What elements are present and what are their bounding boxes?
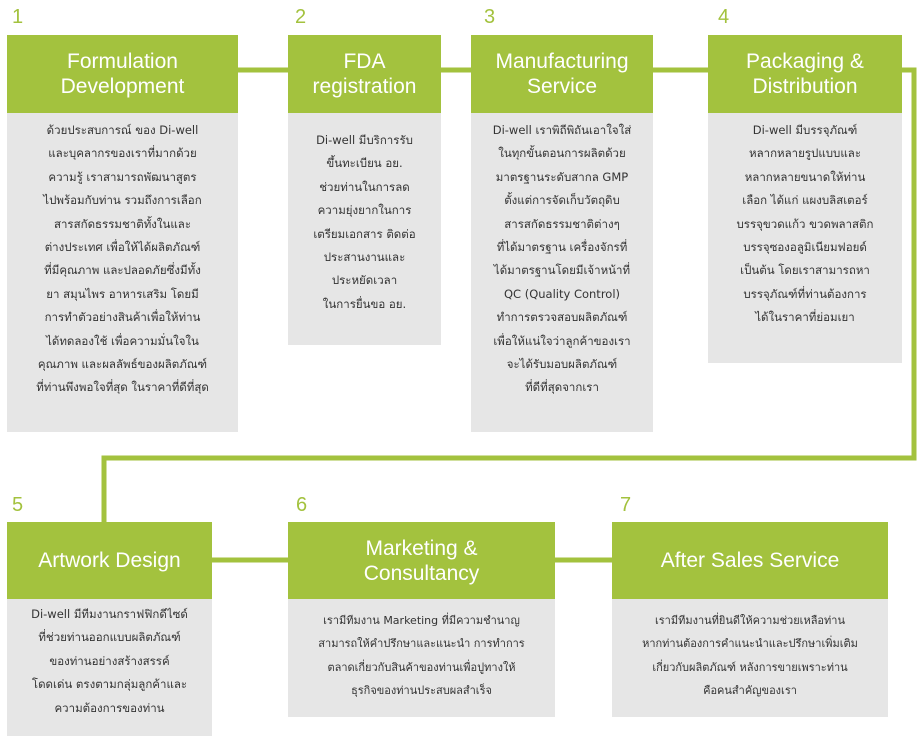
step-5-number: 5 xyxy=(12,494,24,516)
step-6-description: เรามีทีมงาน Marketing ที่มีความชำนาญ สาม… xyxy=(288,599,555,717)
step-3-header: Manufacturing Service xyxy=(471,35,653,113)
step-2-description: Di-well มีบริการรับ ขึ้นทะเบียน อย. ช่วย… xyxy=(288,113,441,345)
step-6-number: 6 xyxy=(296,494,308,516)
step-6-header: Marketing & Consultancy xyxy=(288,522,555,599)
step-5-header: Artwork Design xyxy=(7,522,212,599)
step-2-number: 2 xyxy=(295,6,307,28)
step-1-description: ด้วยประสบการณ์ ของ Di-well และบุคลากรของ… xyxy=(7,113,238,432)
step-3-number: 3 xyxy=(484,6,496,28)
step-4-number: 4 xyxy=(718,6,730,28)
step-7-description: เรามีทีมงานที่ยินดีให้ความช่วยเหลือท่าน … xyxy=(612,599,888,717)
step-2-header: FDA registration xyxy=(288,35,441,113)
step-7-header: After Sales Service xyxy=(612,522,888,599)
step-1-header: Formulation Development xyxy=(7,35,238,113)
step-7-number: 7 xyxy=(620,494,632,516)
step-3-description: Di-well เราพิถีพิถันเอาใจใส่ ในทุกขั้นตอ… xyxy=(471,113,653,432)
step-4-description: Di-well มีบรรจุภัณฑ์ หลากหลายรูปแบบและ ห… xyxy=(708,113,902,363)
step-1-number: 1 xyxy=(12,6,24,28)
connector-4-5 xyxy=(101,67,917,522)
step-5-description: Di-well มีทีมงานกราฟฟิกดีไซด์ ที่ช่วยท่า… xyxy=(7,599,212,736)
step-4-header: Packaging & Distribution xyxy=(708,35,902,113)
